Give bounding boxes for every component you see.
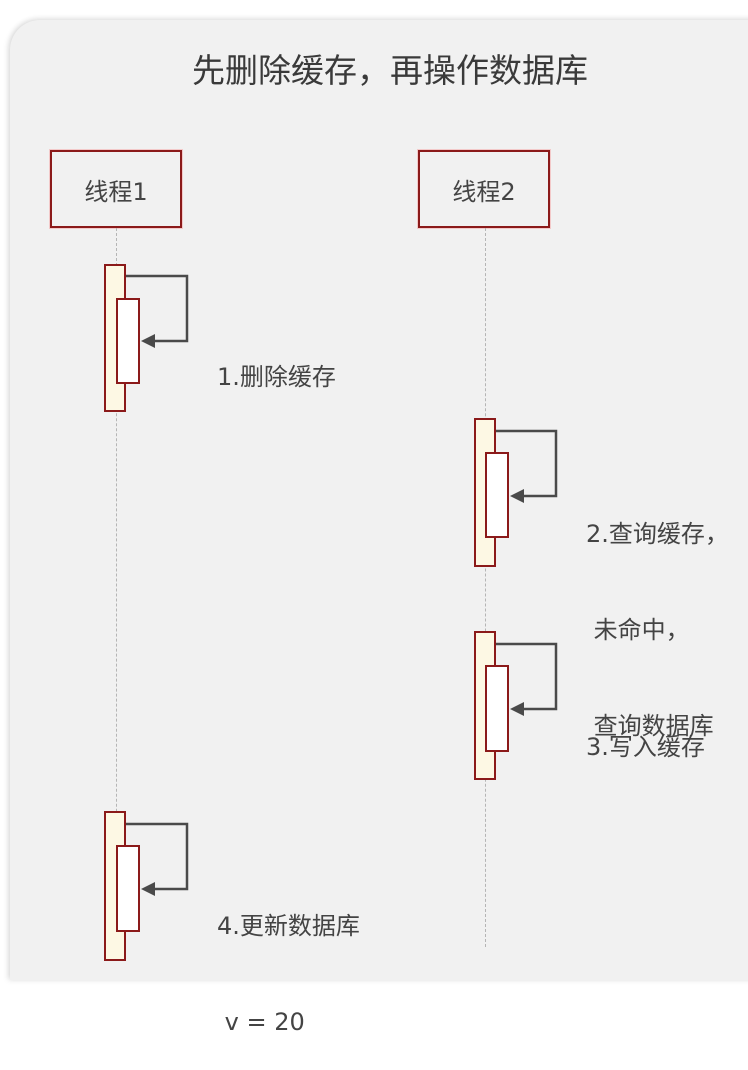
actor-thread1-label: 线程1 [84, 177, 148, 206]
step3-line-1: 3.写入缓存 [586, 733, 705, 761]
diagram-title: 先删除缓存，再操作数据库 [192, 51, 588, 90]
arrow-step4 [126, 822, 189, 891]
lifeline-thread1 [116, 228, 117, 947]
arrow-step2 [496, 429, 558, 498]
actor-thread2-label: 线程2 [452, 177, 516, 206]
step4-line-1: 4.更新数据库 [217, 912, 360, 940]
step4-line-2: v = 20 [217, 1008, 305, 1036]
arrowhead-step4-icon [141, 882, 155, 896]
activation-step1-inner [116, 298, 140, 384]
step2-line-1: 2.查询缓存， [586, 520, 729, 548]
lifeline-thread2 [485, 228, 486, 947]
arrowhead-step1-icon [141, 334, 155, 348]
step2-line-3: 查询数据库 [586, 712, 714, 740]
activation-step2-inner [485, 452, 509, 538]
arrowhead-step2-icon [510, 489, 524, 503]
arrow-step3 [496, 642, 558, 711]
step1-line-1: 1.删除缓存 [217, 363, 336, 391]
step1-label: 1.删除缓存 [217, 297, 336, 425]
step2-label: 2.查询缓存， 未命中， 查询数据库 [586, 454, 729, 774]
step3-label: 3.写入缓存 [586, 667, 705, 795]
actor-thread1: 线程1 [50, 150, 182, 228]
arrowhead-step3-icon [510, 702, 524, 716]
activation-step3-inner [485, 665, 509, 752]
activation-step4-inner [116, 845, 140, 932]
self-call-arrows [126, 274, 558, 896]
actor-thread2: 线程2 [418, 150, 550, 228]
arrow-step1 [126, 274, 189, 343]
step2-line-2: 未命中， [586, 616, 690, 644]
